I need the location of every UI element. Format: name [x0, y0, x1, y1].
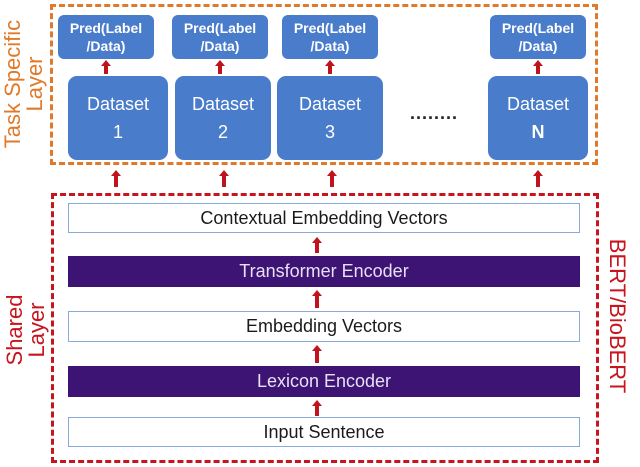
shared-label-line1: Shared — [2, 294, 27, 366]
task-specific-layer-label: Task Specific Layer — [0, 19, 47, 149]
dataset-name: Dataset — [191, 94, 255, 114]
arrow-up-icon — [312, 237, 322, 253]
arrow-up-icon — [111, 170, 121, 187]
arrow-up-icon — [215, 60, 225, 74]
arrow-up-icon — [219, 170, 229, 187]
pred-text: Pred(Label — [69, 20, 143, 36]
layer-embedding-vectors: Embedding Vectors — [68, 311, 580, 342]
layer-input-sentence: Input Sentence — [68, 417, 580, 447]
pred-text: Pred(Label — [183, 20, 257, 36]
ellipsis: ........ — [410, 103, 459, 123]
shared-layer-frame — [51, 193, 599, 463]
pred-box-4: Pred(Label /Data) — [490, 15, 586, 59]
arrow-up-icon — [312, 400, 322, 416]
arrow-up-icon — [327, 170, 337, 187]
bert-biobert-label: BERT/BioBERT — [605, 238, 630, 394]
layer-transformer-encoder: Transformer Encoder — [68, 256, 580, 287]
dataset-name: Dataset — [298, 94, 362, 114]
dataset-name: Dataset — [86, 94, 150, 114]
dataset-number: 1 — [112, 122, 123, 142]
arrow-up-icon — [101, 60, 111, 74]
pred-text: /Data) — [518, 38, 558, 54]
dataset-box-2: Dataset 2 — [175, 76, 271, 160]
arrow-up-icon — [312, 290, 322, 308]
pred-text: /Data) — [310, 38, 350, 54]
dataset-box-n: Dataset N — [488, 76, 588, 160]
dataset-number: 2 — [217, 122, 228, 142]
arrow-up-icon — [312, 345, 322, 363]
dataset-box-1: Dataset 1 — [68, 76, 168, 160]
layer-text: Lexicon Encoder — [256, 371, 392, 391]
shared-label-line2: Layer — [24, 302, 49, 358]
task-label-line2: Layer — [22, 56, 47, 112]
pred-box-3: Pred(Label /Data) — [282, 15, 378, 59]
pred-box-1: Pred(Label /Data) — [58, 15, 154, 59]
dataset-number: N — [531, 122, 545, 142]
pred-text: Pred(Label — [293, 20, 367, 36]
pred-box-2: Pred(Label /Data) — [172, 15, 268, 59]
pred-text: Pred(Label — [501, 20, 575, 36]
pred-text: /Data) — [200, 38, 240, 54]
arrow-up-icon — [533, 170, 543, 187]
arrow-up-icon — [533, 60, 543, 74]
pred-text: /Data) — [86, 38, 126, 54]
dataset-number: 3 — [324, 122, 335, 142]
task-specific-layer-frame — [50, 4, 598, 165]
layer-contextual-embedding-vectors: Contextual Embedding Vectors — [68, 203, 580, 233]
layer-text: Transformer Encoder — [239, 261, 409, 281]
layer-text: Contextual Embedding Vectors — [200, 207, 448, 228]
arrow-up-icon — [325, 60, 335, 74]
layer-text: Input Sentence — [263, 421, 385, 442]
shared-layer-label: Shared Layer — [2, 294, 49, 366]
dataset-box-3: Dataset 3 — [277, 76, 383, 160]
dataset-name: Dataset — [506, 94, 570, 114]
layer-lexicon-encoder: Lexicon Encoder — [68, 366, 580, 397]
layer-text: Embedding Vectors — [245, 316, 403, 336]
task-label-line1: Task Specific — [0, 19, 25, 149]
